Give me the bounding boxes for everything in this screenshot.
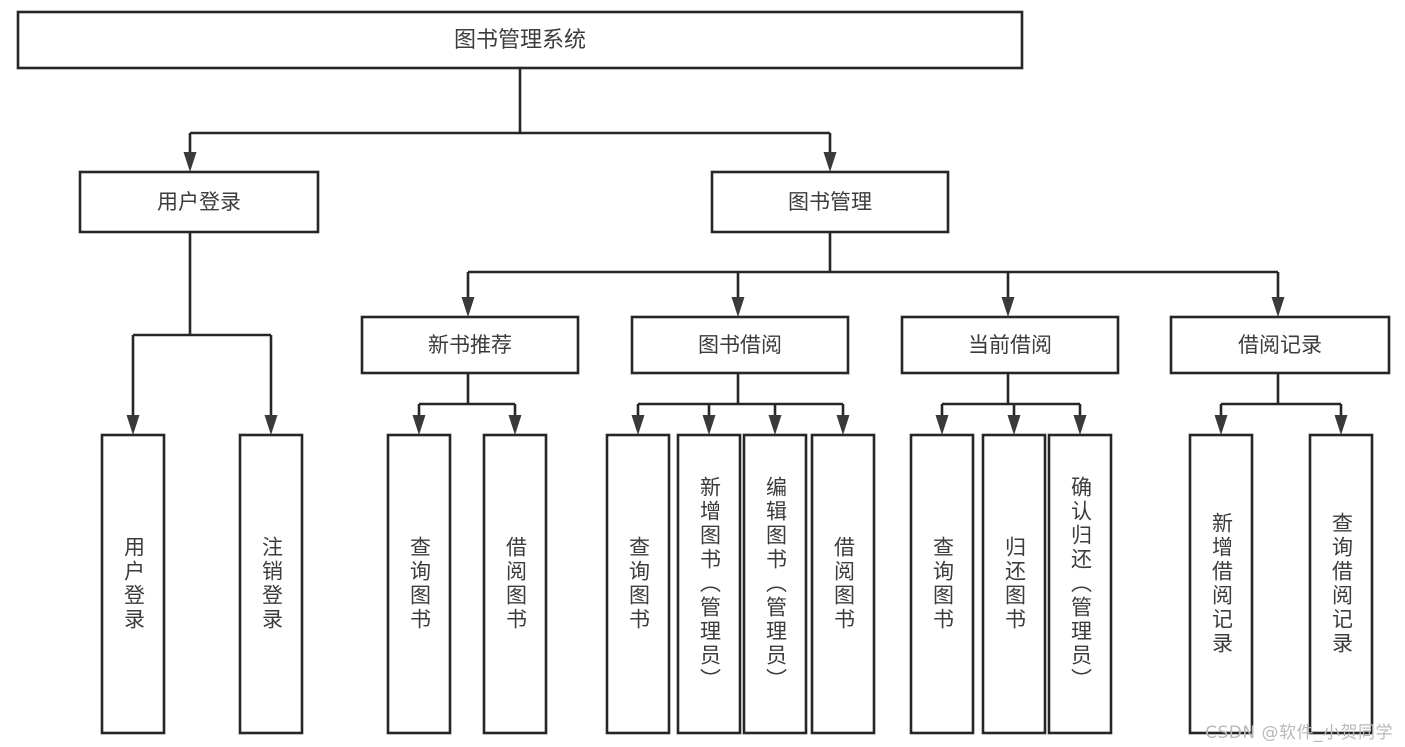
arrow-head-1	[823, 152, 837, 172]
node-leaf-query-book-borrow[interactable]	[605, 433, 671, 735]
leaf-box[interactable]	[981, 433, 1047, 735]
arrow-head-0	[183, 152, 197, 172]
connector-group-current-to-leaves	[935, 373, 1087, 435]
node-leaf-logout[interactable]	[238, 433, 304, 735]
node-leaf-confirm-return-admin[interactable]	[1047, 433, 1113, 735]
node-box[interactable]	[16, 10, 1024, 70]
leaf-box[interactable]	[482, 433, 548, 735]
node-box[interactable]	[78, 170, 320, 234]
node-leaf-query-book-recommend[interactable]	[386, 433, 452, 735]
node-current-borrow[interactable]: 当前借阅	[900, 315, 1120, 375]
leaf-box[interactable]	[909, 433, 975, 735]
arrow-head-0	[631, 415, 645, 435]
watermark-text: CSDN @软件_小贺同学	[1205, 723, 1393, 743]
leaf-box[interactable]	[676, 433, 742, 735]
node-box[interactable]	[360, 315, 580, 375]
arrow-head-1	[508, 415, 522, 435]
node-leaf-add-book-admin[interactable]	[676, 433, 742, 735]
node-label: 图书管理系统	[454, 28, 586, 53]
connector-group-root-to-level2	[183, 68, 837, 172]
node-label: 当前借阅	[968, 333, 1052, 357]
node-box[interactable]	[630, 315, 850, 375]
node-box[interactable]	[900, 315, 1120, 375]
arrow-head-0	[935, 415, 949, 435]
leaf-box[interactable]	[100, 433, 166, 735]
arrow-head-2	[1001, 297, 1015, 317]
node-label: 借阅记录	[1238, 333, 1322, 357]
connector-group-record-to-leaves	[1214, 373, 1348, 435]
leaf-box[interactable]	[386, 433, 452, 735]
node-label: 图书借阅	[698, 333, 782, 357]
node-user-login[interactable]: 用户登录	[78, 170, 320, 234]
leaf-box[interactable]	[1188, 433, 1254, 735]
connector-group-recommend-to-leaves	[412, 373, 522, 435]
connector-layer	[126, 68, 1348, 435]
node-book-borrow[interactable]: 图书借阅	[630, 315, 850, 375]
node-leaf-edit-book-admin[interactable]	[742, 433, 808, 735]
arrow-head-3	[836, 415, 850, 435]
arrow-head-1	[702, 415, 716, 435]
leaf-box[interactable]	[1308, 433, 1374, 735]
node-label: 图书管理	[788, 190, 872, 214]
arrow-head-1	[1334, 415, 1348, 435]
node-leaf-borrow-book-recommend[interactable]	[482, 433, 548, 735]
arrow-head-0	[461, 297, 475, 317]
leaf-box[interactable]	[742, 433, 808, 735]
arrow-head-0	[126, 415, 140, 435]
arrow-head-0	[1214, 415, 1228, 435]
node-new-book-recommend[interactable]: 新书推荐	[360, 315, 580, 375]
arrow-head-1	[1007, 415, 1021, 435]
connector-group-book-manage-to-level3	[461, 232, 1285, 317]
node-borrow-record[interactable]: 借阅记录	[1169, 315, 1391, 375]
node-box[interactable]	[1169, 315, 1391, 375]
node-leaf-add-borrow-record[interactable]	[1188, 433, 1254, 735]
node-box[interactable]	[710, 170, 950, 234]
node-leaf-user-login[interactable]	[100, 433, 166, 735]
node-label: 新书推荐	[428, 333, 512, 357]
arrow-head-1	[264, 415, 278, 435]
arrow-head-3	[1271, 297, 1285, 317]
node-leaf-query-borrow-record[interactable]	[1308, 433, 1374, 735]
node-book-manage[interactable]: 图书管理	[710, 170, 950, 234]
node-root[interactable]: 图书管理系统	[16, 10, 1024, 70]
leaf-box[interactable]	[1047, 433, 1113, 735]
arrow-head-0	[412, 415, 426, 435]
arrow-head-2	[768, 415, 782, 435]
node-leaf-return-book[interactable]	[981, 433, 1047, 735]
node-leaf-query-book-current[interactable]	[909, 433, 975, 735]
node-label: 用户登录	[157, 190, 241, 214]
arrow-head-1	[731, 297, 745, 317]
leaf-box[interactable]	[810, 433, 876, 735]
node-leaf-borrow-book[interactable]	[810, 433, 876, 735]
connector-group-user-login-to-leaves	[126, 232, 278, 435]
connector-group-borrow-to-leaves	[631, 373, 850, 435]
arrow-head-2	[1073, 415, 1087, 435]
leaf-box[interactable]	[605, 433, 671, 735]
leaf-box[interactable]	[238, 433, 304, 735]
